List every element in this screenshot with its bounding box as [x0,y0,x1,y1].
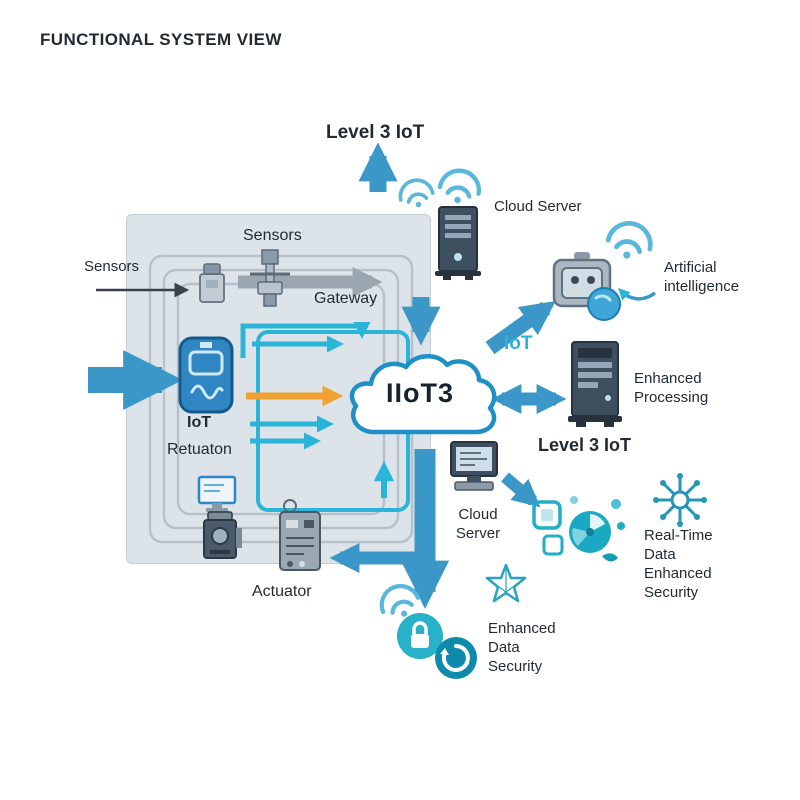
cloud-server-tower-icon [435,206,481,280]
sensor-valve-icon [250,249,290,307]
iot-device-icon [178,336,234,414]
label-retuaton: Retuaton [167,441,232,458]
label-artificial-intelligence: Artificial intelligence [664,259,740,295]
actuator-motor-icon [203,511,242,559]
label-gateway: Gateway [314,290,378,307]
arrow-cloud-to-ai [485,300,556,355]
label-realtime-security: Real-Time Data Enhanced Security [644,527,713,601]
label-cloud-server-right: Cloud Server [455,506,501,542]
processing-server-icon [568,341,622,427]
label-cloud-server-top: Cloud Server [494,198,582,215]
sensor-icon [199,263,225,303]
snowflake-icon [653,473,707,527]
label-enhanced-processing: Enhanced Processing [634,370,709,406]
wifi-icon-top-right [437,168,482,204]
ai-robot-icon [552,252,621,321]
security-lock-icons [397,613,477,679]
arrow-to-realtime [501,472,541,508]
star-icon [485,563,527,603]
realtime-data-icons [532,496,625,562]
cloud-shape [349,354,497,435]
wifi-icon-bottom [379,584,421,617]
cloud-server-monitor-icon [450,441,498,491]
label-iot-link: IoT [504,333,533,354]
page-title: FUNCTIONAL SYSTEM VIEW [40,30,282,49]
cloud-title: IIoT3 [385,378,454,408]
cyan-traces [240,321,395,498]
label-level3-right: Level 3 IoT [538,435,632,455]
wifi-icon-ai [605,221,653,259]
label-enhanced-data-security: Enhanced Data Security [488,620,556,675]
actuator-display-icon [197,475,237,512]
label-actuator: Actuator [252,583,312,600]
arrow-curve-to-ai [618,288,657,301]
label-sensors-panel: Sensors [243,227,302,244]
wifi-icon-top-left [398,178,435,208]
actuator-panel-icon [279,499,321,571]
label-level3-top: Level 3 IoT [326,122,425,143]
label-sensors-left: Sensors [84,258,140,275]
label-iot-device: IoT [187,414,211,431]
